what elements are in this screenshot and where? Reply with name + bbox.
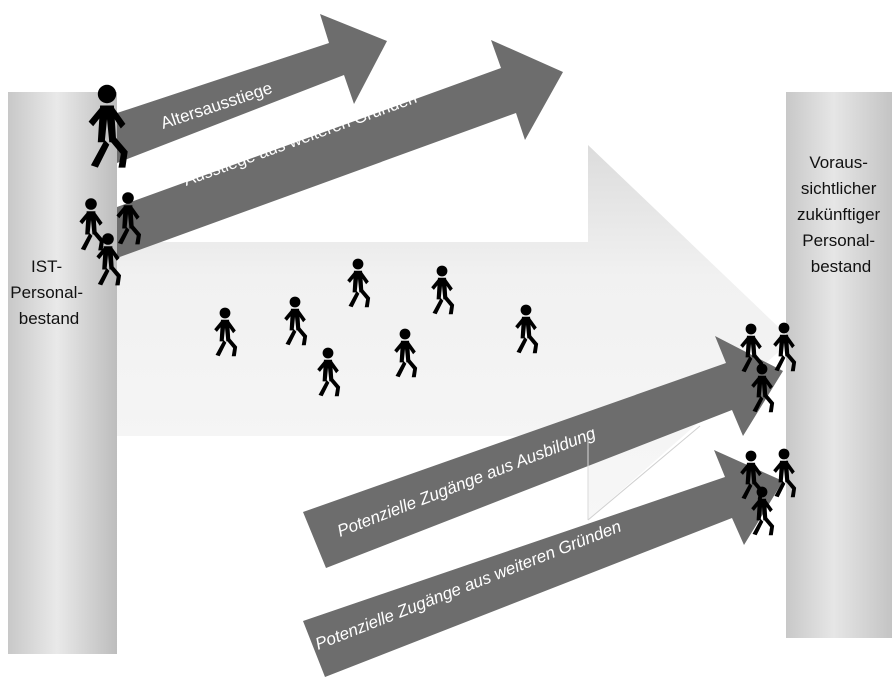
ist-line-3: bestand (19, 309, 80, 328)
ist-line-1: IST- (31, 257, 62, 276)
future-line-4: Personal- (802, 231, 875, 250)
altersausstiege-arrow (117, 14, 387, 163)
zugaenge-ausbildung-arrow (303, 336, 783, 568)
ausstiege-weitere-arrow (117, 40, 563, 258)
zugaenge-weitere-arrow (303, 450, 783, 677)
future-line-5: bestand (811, 257, 872, 276)
zugaenge-ausbildung-label: Potenzielle Zugänge aus Ausbildung (335, 423, 599, 540)
future-personalbestand-text: Voraus- sichtlicher zukünftiger Personal… (797, 153, 885, 276)
future-line-3: zukünftiger (797, 205, 880, 224)
ist-personalbestand-block (8, 92, 117, 654)
future-line-1: Voraus- (809, 153, 868, 172)
future-personalbestand-block (786, 92, 892, 638)
future-line-2: sichtlicher (801, 179, 877, 198)
ist-line-2: Personal- (10, 283, 83, 302)
ist-personalbestand-text: IST- Personal- bestand (10, 257, 88, 328)
